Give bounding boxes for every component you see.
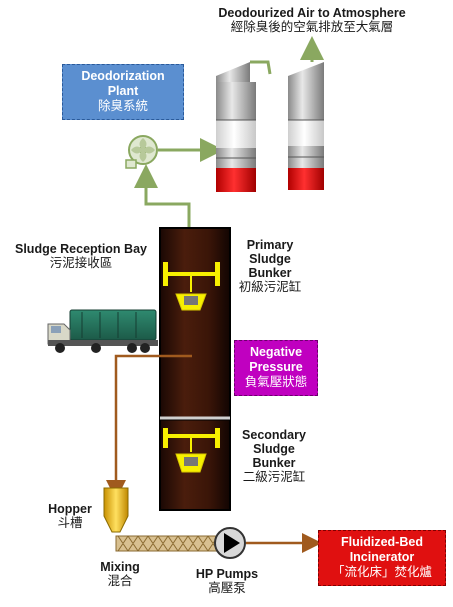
mixing-label-en: Mixing	[100, 560, 140, 574]
secondary-label-en-1: Secondary	[242, 428, 306, 442]
deodorization-plant-box: Deodorization Plant 除臭系統	[62, 64, 184, 120]
mixing-label-zh: 混合	[107, 574, 133, 588]
hopper-label: Hopper 斗槽	[40, 502, 100, 530]
incinerator-label-zh: 「流化床」焚化爐	[331, 565, 432, 579]
hp-pumps-label: HP Pumps 高壓泵	[184, 567, 270, 595]
pumps-label-en: HP Pumps	[195, 567, 259, 581]
secondary-bunker-label: Secondary Sludge Bunker 二級污泥缸	[234, 428, 314, 484]
hopper	[103, 487, 129, 533]
pumps-label-zh: 高壓泵	[208, 581, 246, 595]
secondary-label-en-3: Bunker	[252, 456, 296, 470]
negative-pressure-box: Negative Pressure 負氣壓狀態	[234, 340, 318, 396]
mixing-conveyor	[115, 535, 219, 552]
negative-label-zh: 負氣壓狀態	[244, 375, 308, 389]
fan-icon	[125, 135, 158, 169]
atmosphere-label-zh: 經除臭後的空氣排放至大氣層	[230, 20, 394, 34]
air-flow-lines	[134, 36, 324, 228]
incinerator-label-en-1: Fluidized-Bed	[341, 535, 423, 549]
primary-grab-crane	[163, 262, 220, 311]
reception-label-zh: 污泥接收區	[49, 256, 113, 270]
negative-label-en-1: Negative	[249, 345, 303, 359]
truck-icon	[47, 309, 158, 353]
secondary-label-zh: 二級污泥缸	[242, 470, 306, 484]
deodor-label-en-1: Deodorization	[81, 69, 165, 83]
negative-label-en-2: Pressure	[249, 360, 303, 374]
primary-label-en-3: Bunker	[248, 266, 292, 280]
primary-bunker-label: Primary Sludge Bunker 初級污泥缸	[232, 238, 308, 294]
hopper-label-en: Hopper	[48, 502, 92, 516]
hp-pump-icon	[214, 527, 246, 559]
deodor-label-zh: 除臭系統	[97, 99, 148, 113]
incinerator-label-en-2: Incinerator	[349, 550, 415, 564]
reception-label-en: Sludge Reception Bay	[15, 242, 147, 256]
atmosphere-label-en: Deodourized Air to Atmosphere	[218, 6, 406, 20]
hopper-label-zh: 斗槽	[57, 516, 83, 530]
primary-label-en-2: Sludge	[249, 252, 291, 266]
reception-label: Sludge Reception Bay 污泥接收區	[6, 242, 156, 270]
incinerator-box: Fluidized-Bed Incinerator 「流化床」焚化爐	[318, 530, 446, 586]
atmosphere-label: Deodourized Air to Atmosphere 經除臭後的空氣排放至…	[196, 6, 428, 34]
sludge-pipe	[106, 354, 192, 500]
primary-label-zh: 初級污泥缸	[238, 280, 302, 294]
deodor-label-en-2: Plant	[107, 84, 139, 98]
secondary-label-en-2: Sludge	[253, 442, 295, 456]
primary-label-en-1: Primary	[246, 238, 294, 252]
mixing-label: Mixing 混合	[92, 560, 148, 588]
secondary-grab-crane	[163, 428, 220, 473]
scrubber-tower-2	[288, 62, 324, 190]
scrubber-tower-1	[216, 62, 256, 192]
